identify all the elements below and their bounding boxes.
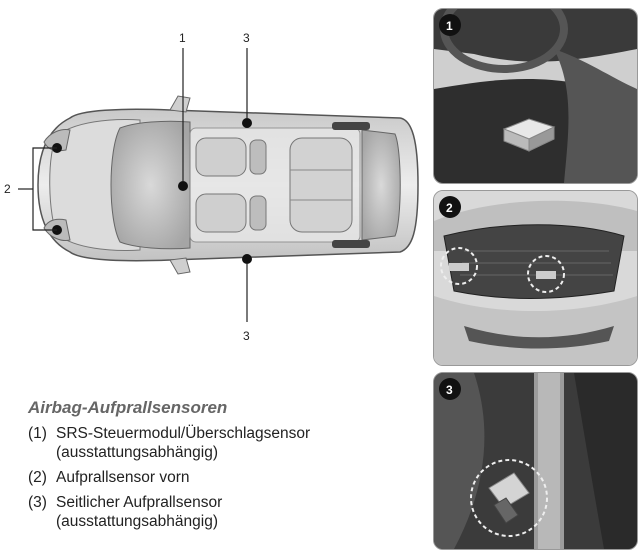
caption: Airbag-Aufprallsensoren (1) SRS-Steuermod… (28, 398, 423, 537)
callout-1: 1 (179, 31, 186, 45)
caption-item-note: (ausstattungsabhängig) (56, 513, 219, 530)
interior-illustration: 1 (434, 9, 637, 183)
caption-item-3: (3) Seitlicher Aufprallsensor (ausstattun… (28, 493, 423, 531)
panel-3-badge: 3 (446, 383, 453, 397)
side-pillar-illustration: 3 (434, 373, 637, 549)
caption-item-number: (3) (28, 494, 47, 511)
car-body (37, 95, 419, 275)
panel-2-badge: 2 (446, 201, 453, 215)
caption-item-note: (ausstattungsabhängig) (56, 444, 219, 461)
caption-item-text: SRS-Steuermodul/Überschlagsensor (56, 425, 311, 442)
side-sensor-bottom (242, 254, 252, 264)
side-sensor-top (242, 118, 252, 128)
panel-1-badge: 1 (446, 19, 453, 33)
front-bumper-illustration: 2 (434, 191, 637, 365)
caption-item-text: Aufprallsensor vorn (56, 469, 190, 486)
detail-panel-1: 1 (433, 8, 638, 184)
caption-item-number: (2) (28, 469, 47, 486)
caption-item-2: (2) Aufprallsensor vorn (28, 468, 423, 487)
callout-lines (18, 48, 248, 322)
car-top-view-diagram: 1 3 3 2 (4, 31, 419, 343)
detail-panel-3: 3 (433, 372, 638, 550)
detail-panel-2: 2 (433, 190, 638, 366)
callout-2: 2 (4, 182, 11, 196)
callout-3-bottom: 3 (243, 329, 250, 343)
srs-module-sensor (178, 181, 188, 191)
caption-item-1: (1) SRS-Steuermodul/Überschlagsensor (aus… (28, 424, 423, 462)
caption-item-text: Seitlicher Aufprallsensor (56, 494, 223, 511)
caption-title: Airbag-Aufprallsensoren (28, 398, 228, 417)
callout-3-top: 3 (243, 31, 250, 45)
caption-item-number: (1) (28, 425, 47, 442)
